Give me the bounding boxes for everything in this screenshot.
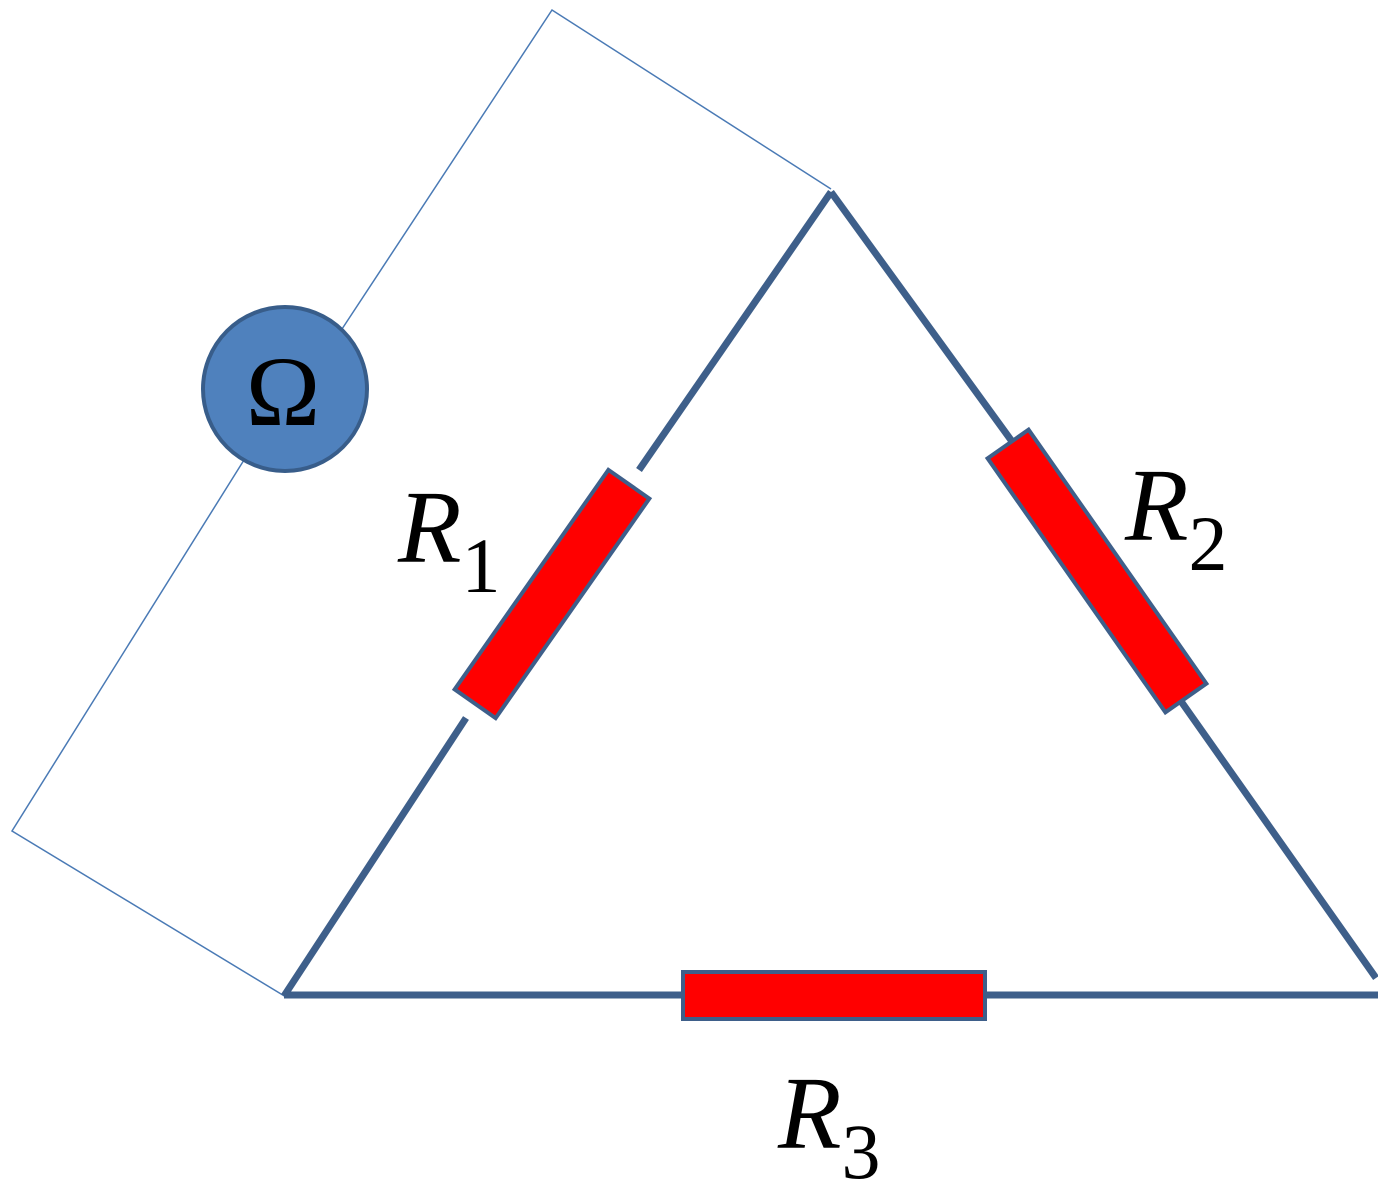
- wire-left-lower: [281, 716, 469, 998]
- ohmmeter-body: [201, 305, 369, 473]
- label-r3: R3: [777, 1056, 881, 1187]
- label-r2: R2: [1124, 448, 1228, 587]
- label-r3-letter: R: [777, 1056, 842, 1171]
- ohmmeter: Ω: [201, 305, 369, 473]
- wire-left-upper: [636, 190, 834, 472]
- resistor-r2: [984, 426, 1210, 716]
- resistor-r2-body: [984, 426, 1210, 716]
- meter-lead-top: [341, 8, 832, 330]
- resistor-r1: [451, 467, 653, 721]
- label-r2-letter: R: [1124, 448, 1189, 563]
- label-r2-subscript: 2: [1189, 500, 1228, 587]
- label-r1-letter: R: [397, 470, 462, 585]
- meter-lead-bottom: [10, 459, 287, 998]
- meter-leads: [10, 8, 832, 998]
- label-r3-subscript: 3: [842, 1108, 881, 1187]
- resistor-r1-body: [451, 467, 653, 721]
- resistor-r3-body: [681, 970, 987, 1021]
- ohm-symbol: Ω: [246, 336, 320, 447]
- resistor-r3: [681, 970, 987, 1021]
- triangle-circuit: [281, 189, 1378, 999]
- wire-right-upper: [828, 189, 1019, 450]
- wire-right-lower: [1175, 694, 1378, 981]
- label-r1: R1: [397, 470, 501, 609]
- label-r1-subscript: 1: [462, 522, 501, 609]
